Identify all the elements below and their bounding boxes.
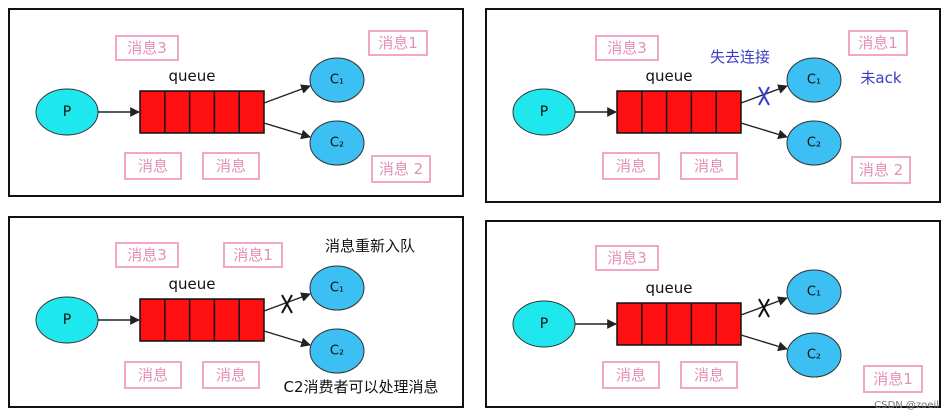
message-tag-label: 消息1 xyxy=(378,34,418,52)
consumer1-node xyxy=(309,57,365,103)
queue-box xyxy=(616,90,742,134)
message-tag xyxy=(595,245,659,271)
message-tag-label: 消息1 xyxy=(233,246,273,264)
message-tag-label: 消息 2 xyxy=(379,160,423,178)
message-tag-label: 消息 xyxy=(694,366,724,384)
message-tag xyxy=(202,361,260,389)
annotation-note: C2消费者可以处理消息 xyxy=(283,378,438,396)
message-tag-label: 消息 xyxy=(694,157,724,175)
message-tag xyxy=(848,30,908,56)
message-tag xyxy=(371,155,431,183)
message-tag-label: 消息3 xyxy=(607,249,647,267)
message-tag-label: 消息 xyxy=(216,157,246,175)
message-tag xyxy=(680,152,738,180)
producer-label: P xyxy=(540,104,548,120)
message-tag xyxy=(602,152,660,180)
producer-label: P xyxy=(63,104,71,120)
consumer1-label: C₁ xyxy=(807,285,821,300)
message-tag-label: 消息 xyxy=(138,366,168,384)
queue-label: queue xyxy=(169,275,216,293)
message-tag xyxy=(202,152,260,180)
consumer1-arrow xyxy=(263,84,311,104)
consumer1-label: C₁ xyxy=(807,73,821,88)
consumer2-arrow xyxy=(263,122,311,140)
consumer2-node xyxy=(309,328,365,374)
connection-lost-cross xyxy=(758,86,770,106)
message-tag xyxy=(851,156,911,184)
consumer2-label: C₂ xyxy=(330,344,344,359)
consumer2-arrow xyxy=(740,122,788,140)
message-tag-label: 消息1 xyxy=(873,370,913,388)
message-tag xyxy=(595,35,659,61)
message-tag xyxy=(863,365,923,393)
queue-label: queue xyxy=(646,67,693,85)
queue-label: queue xyxy=(169,67,216,85)
connection-lost-cross xyxy=(281,294,293,314)
queue-box xyxy=(616,302,742,346)
message-tag-label: 消息3 xyxy=(607,39,647,57)
consumer1-node xyxy=(309,265,365,311)
consumer1-node xyxy=(786,269,842,315)
consumer2-label: C₂ xyxy=(807,348,821,363)
producer-label: P xyxy=(63,312,71,328)
message-tag-label: 消息3 xyxy=(127,39,167,57)
consumer1-label: C₁ xyxy=(330,281,344,296)
consumer2-node xyxy=(786,332,842,378)
consumer2-arrow xyxy=(740,334,788,352)
queue-box xyxy=(139,90,265,134)
connection-lost-cross xyxy=(758,298,770,318)
message-tag-label: 消息3 xyxy=(127,246,167,264)
consumer1-node xyxy=(786,57,842,103)
message-tag-label: 消息 xyxy=(138,157,168,175)
consumer2-label: C₂ xyxy=(807,136,821,151)
annotation-note: 失去连接 xyxy=(710,48,770,66)
queue-label: queue xyxy=(646,279,693,297)
consumer1-label: C₁ xyxy=(330,73,344,88)
message-tag xyxy=(223,242,283,268)
message-tag xyxy=(680,361,738,389)
consumer2-label: C₂ xyxy=(330,136,344,151)
consumer2-node xyxy=(309,120,365,166)
message-tag xyxy=(602,361,660,389)
watermark: CSDN @zoeil xyxy=(874,400,939,411)
message-tag xyxy=(115,242,179,268)
consumer2-arrow xyxy=(263,330,311,348)
message-tag xyxy=(124,152,182,180)
queue-box xyxy=(139,298,265,342)
message-tag-label: 消息 xyxy=(616,366,646,384)
message-tag-label: 消息 xyxy=(216,366,246,384)
message-tag-label: 消息1 xyxy=(858,34,898,52)
consumer2-node xyxy=(786,120,842,166)
message-tag-label: 消息 xyxy=(616,157,646,175)
annotation-note: 未ack xyxy=(860,69,901,87)
annotation-note: 消息重新入队 xyxy=(325,237,415,255)
message-tag xyxy=(115,35,179,61)
message-tag-label: 消息 2 xyxy=(859,161,903,179)
message-tag xyxy=(368,30,428,56)
message-tag xyxy=(124,361,182,389)
producer-label: P xyxy=(540,316,548,332)
